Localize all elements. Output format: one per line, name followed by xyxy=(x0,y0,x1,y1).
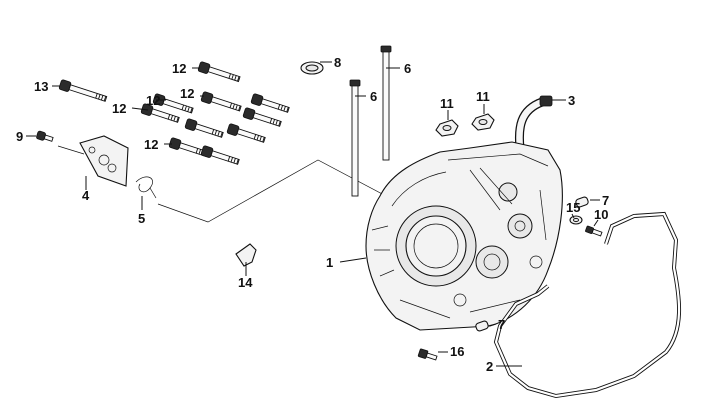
bolt-9 xyxy=(36,130,54,142)
stud-6 xyxy=(380,45,392,161)
callout-9: 9 xyxy=(16,129,23,144)
callout-6-right: 6 xyxy=(404,61,411,76)
leader-lines xyxy=(26,61,600,367)
callout-12-left: 12 xyxy=(112,101,126,116)
gasket xyxy=(493,211,681,399)
callout-12-top: 12 xyxy=(172,61,186,76)
dowel-pin xyxy=(475,320,489,332)
bolt-12 xyxy=(200,91,242,112)
bracket-assembly xyxy=(57,135,129,187)
callout-8: 8 xyxy=(334,55,341,70)
bolt-10 xyxy=(585,225,603,237)
callout-7-upper: 7 xyxy=(602,193,609,208)
bolt-12 xyxy=(200,145,240,165)
bolt-12 xyxy=(242,107,282,127)
clip xyxy=(235,243,257,267)
callout-7-lower: 7 xyxy=(498,317,505,332)
callout-labels: 1 2 3 4 5 6 6 7 7 8 9 10 11 11 12 12 12 … xyxy=(16,55,609,374)
nut-11 xyxy=(435,119,459,137)
oil-hose xyxy=(514,95,553,153)
callout-11-left: 11 xyxy=(440,96,454,111)
callout-11-right: 11 xyxy=(476,89,490,104)
callout-6-left: 6 xyxy=(370,89,377,104)
callout-10: 10 xyxy=(594,207,608,222)
callout-1: 1 xyxy=(326,255,333,270)
callout-12-lower: 12 xyxy=(144,137,158,152)
callout-5: 5 xyxy=(138,211,145,226)
callout-4: 4 xyxy=(82,188,90,203)
callout-12-upper-middle: 12 xyxy=(180,86,194,101)
bolt-16 xyxy=(417,348,438,361)
callout-13: 13 xyxy=(34,79,48,94)
stud-6 xyxy=(349,79,361,197)
stud-6-group xyxy=(349,45,392,197)
bolt-13 xyxy=(58,79,108,102)
callout-15: 15 xyxy=(566,200,580,215)
bolt-12 xyxy=(226,123,266,143)
callout-16: 16 xyxy=(450,344,464,359)
crankcase xyxy=(365,141,563,331)
oil-seal xyxy=(300,61,324,75)
callout-2: 2 xyxy=(486,359,493,374)
bolt-12 xyxy=(168,137,208,157)
nut-11 xyxy=(471,113,495,131)
bolt-12-group xyxy=(36,61,290,165)
washer-15 xyxy=(569,215,583,225)
callout-3: 3 xyxy=(568,93,575,108)
bolt-12 xyxy=(184,118,224,138)
dowel-pin xyxy=(575,196,589,208)
callout-14: 14 xyxy=(238,275,253,290)
spring-part xyxy=(135,176,157,199)
bolt-12 xyxy=(197,61,241,83)
bolt-12 xyxy=(250,93,290,113)
callout-12-middle: 12 xyxy=(146,93,160,108)
